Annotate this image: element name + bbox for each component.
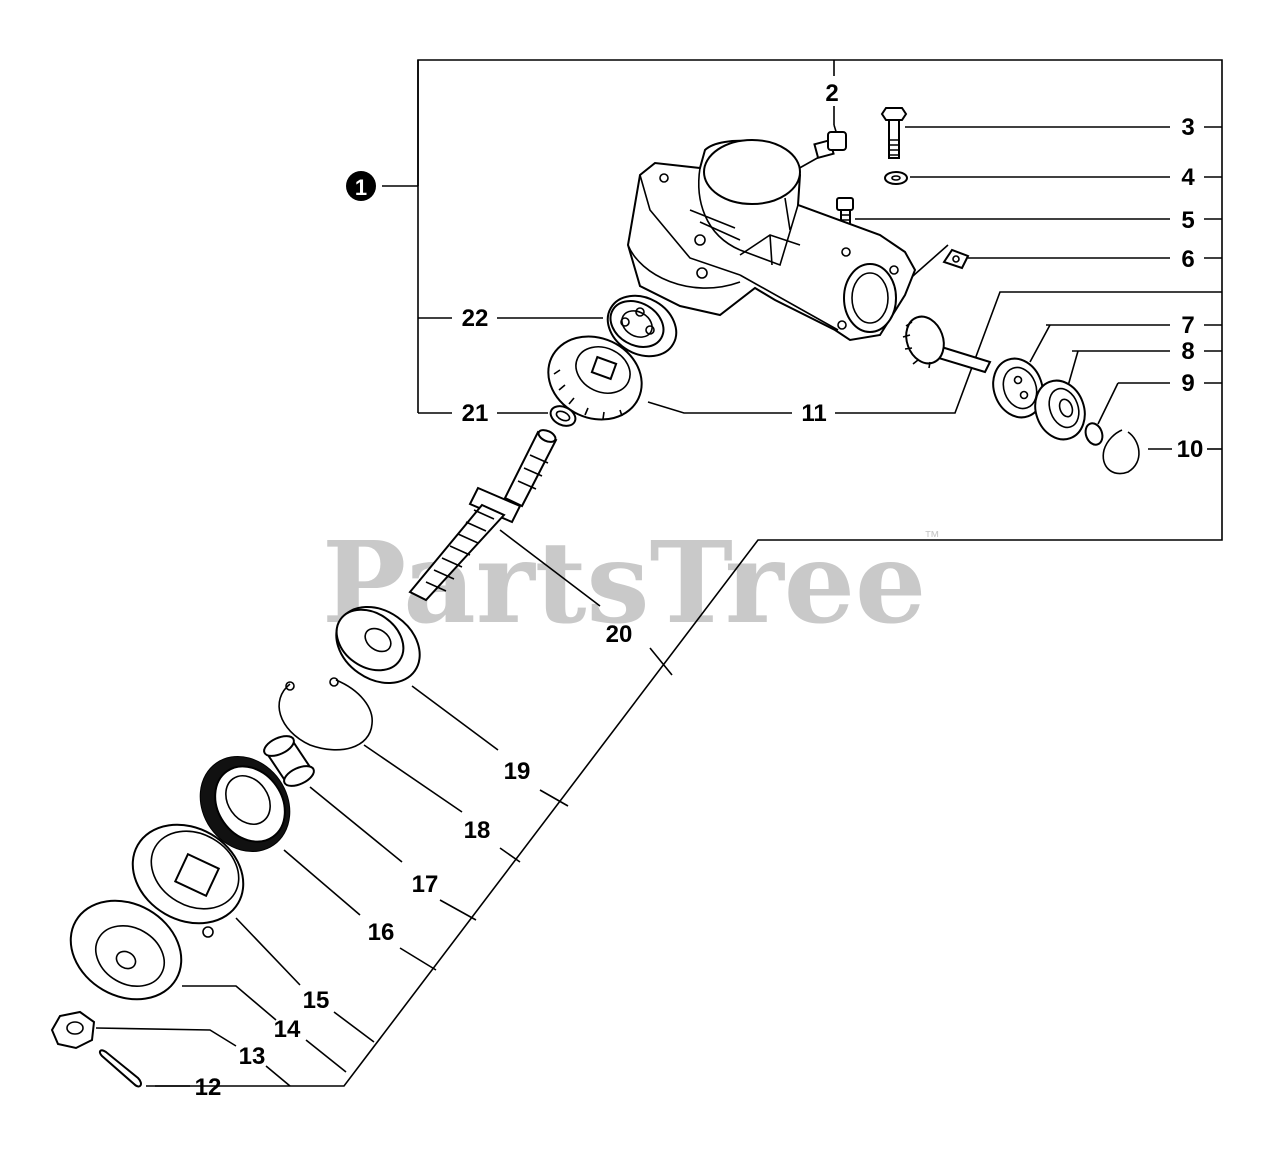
assembly-badge: 1 <box>346 171 376 201</box>
callout-labels: 2 3 4 5 6 7 8 9 10 11 21 22 20 19 18 17 … <box>195 80 1204 1101</box>
callout-4: 4 <box>1181 164 1195 191</box>
part-bolt-2 <box>813 131 847 160</box>
callout-14: 14 <box>274 1016 301 1043</box>
part-bolt-5 <box>836 197 854 229</box>
part-circlip-18 <box>278 677 373 751</box>
part-bearing-8 <box>1034 379 1086 441</box>
callout-8: 8 <box>1181 338 1194 365</box>
watermark-trademark: ™ <box>924 529 940 546</box>
part-holder-15 <box>131 823 245 938</box>
callout-2: 2 <box>825 80 838 107</box>
callout-3: 3 <box>1181 114 1194 141</box>
callout-6: 6 <box>1181 246 1194 273</box>
callout-7: 7 <box>1181 312 1194 339</box>
callout-18: 18 <box>464 817 491 844</box>
callout-11: 11 <box>801 400 826 427</box>
assembly-bracket <box>155 59 1223 1087</box>
callout-20: 20 <box>606 621 633 648</box>
part-circlip-10 <box>1102 429 1140 475</box>
part-ring-21 <box>549 405 577 427</box>
callout-22: 22 <box>462 305 489 332</box>
part-washer-4 <box>884 171 908 185</box>
part-washer-14 <box>69 899 183 1001</box>
callout-13: 13 <box>239 1043 266 1070</box>
callout-12: 12 <box>195 1074 222 1101</box>
part-plate-6 <box>942 248 970 270</box>
callout-17: 17 <box>412 871 439 898</box>
part-bolt-3 <box>880 107 908 159</box>
assembly-badge-number: 1 <box>355 175 367 200</box>
part-ring-9 <box>1084 422 1104 446</box>
callout-9: 9 <box>1181 370 1194 397</box>
part-seal-16 <box>199 755 291 853</box>
part-shaft-20 <box>408 429 558 602</box>
callout-19: 19 <box>504 758 531 785</box>
part-bevel-gear-11 <box>547 335 643 421</box>
part-gearcase-housing <box>626 139 917 342</box>
part-pin-12 <box>98 1049 142 1088</box>
part-bushing-17 <box>263 735 315 787</box>
callout-15: 15 <box>303 987 330 1014</box>
part-pinion-shaft <box>902 315 992 374</box>
callout-10: 10 <box>1177 436 1204 463</box>
part-bearing-19 <box>335 606 421 684</box>
part-nut-13 <box>50 1010 96 1050</box>
callout-21: 21 <box>462 400 489 427</box>
leader-lines <box>95 106 1222 1087</box>
part-bearing-22 <box>606 294 678 358</box>
callout-5: 5 <box>1181 207 1194 234</box>
part-bearing-7 <box>992 357 1044 419</box>
callout-16: 16 <box>368 919 395 946</box>
